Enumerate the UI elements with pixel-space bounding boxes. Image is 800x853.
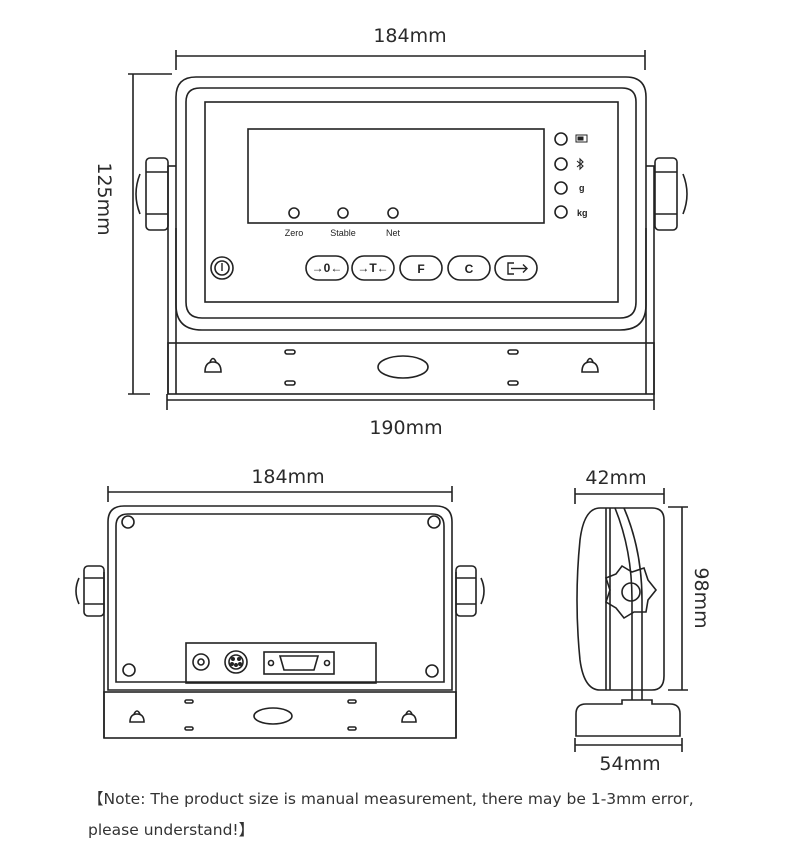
side-depth-dimension-line [574, 488, 665, 504]
function-button-label: F [417, 262, 424, 276]
mount-hole-right [581, 357, 599, 373]
right-knob [646, 157, 688, 231]
back-base-plate [103, 691, 457, 739]
net-indicator-label: Net [386, 228, 401, 238]
load-cell-connector-icon [224, 650, 248, 674]
bluetooth-led [554, 157, 568, 171]
display-window [247, 128, 545, 224]
zero-led [288, 207, 300, 219]
front-housing [175, 76, 647, 331]
kg-led [554, 205, 568, 219]
connector-panel [185, 642, 377, 684]
back-width-dimension-line [107, 486, 453, 502]
tare-button[interactable] [351, 255, 395, 281]
power-button[interactable] [210, 256, 234, 280]
g-unit-label: g [579, 183, 585, 193]
side-base [575, 699, 681, 737]
kg-unit-label: kg [577, 208, 588, 218]
front-height-dimension-line [128, 73, 172, 395]
clear-button-label: C [465, 262, 474, 276]
front-view [128, 50, 688, 410]
bluetooth-icon [576, 157, 584, 171]
back-screw-bottom-left [122, 663, 136, 677]
g-led [554, 181, 568, 195]
battery-led [554, 132, 568, 146]
side-base-dimension-line [574, 738, 683, 752]
side-height-dimension-line [668, 506, 688, 691]
front-top-dimension-line [175, 50, 646, 70]
back-view [75, 486, 485, 739]
front-panel [204, 101, 619, 303]
side-base-label: 54mm [599, 753, 660, 775]
front-bottom-dimension-line [166, 394, 655, 410]
stable-led [337, 207, 349, 219]
side-knob [605, 564, 658, 620]
power-jack-icon [192, 653, 210, 671]
tare-button-label: →T← [357, 261, 388, 275]
clear-button[interactable] [447, 255, 491, 281]
back-housing [107, 505, 453, 691]
function-button[interactable] [399, 255, 443, 281]
side-housing [576, 507, 665, 691]
cable-slot [377, 355, 429, 379]
back-left-knob [75, 565, 105, 617]
zero-indicator-label: Zero [285, 228, 304, 238]
front-width-bottom-label: 190mm [369, 417, 442, 439]
back-screw-top-right [427, 515, 441, 529]
back-screw-bottom-right [425, 664, 439, 678]
net-led [387, 207, 399, 219]
print-icon [507, 262, 528, 275]
print-button[interactable] [494, 255, 538, 281]
front-base-plate [167, 342, 655, 395]
zero-button[interactable] [305, 255, 349, 281]
front-width-top-label: 184mm [373, 25, 446, 47]
front-height-label: 125mm [93, 162, 115, 235]
mount-hole-left [204, 357, 222, 373]
back-width-label: 184mm [251, 466, 324, 488]
serial-port-icon [263, 651, 335, 675]
back-right-knob [455, 565, 485, 617]
zero-button-label: →0← [312, 261, 343, 275]
side-depth-label: 42mm [585, 467, 646, 489]
stable-indicator-label: Stable [330, 228, 356, 238]
side-height-label: 98mm [690, 567, 712, 628]
note-line-1: 【Note: The product size is manual measur… [88, 790, 694, 808]
back-screw-top-left [121, 515, 135, 529]
note-line-2: please understand!】 [88, 821, 255, 839]
left-knob [135, 157, 176, 231]
side-view [574, 488, 688, 752]
battery-icon [575, 134, 588, 143]
front-bezel [185, 87, 637, 319]
